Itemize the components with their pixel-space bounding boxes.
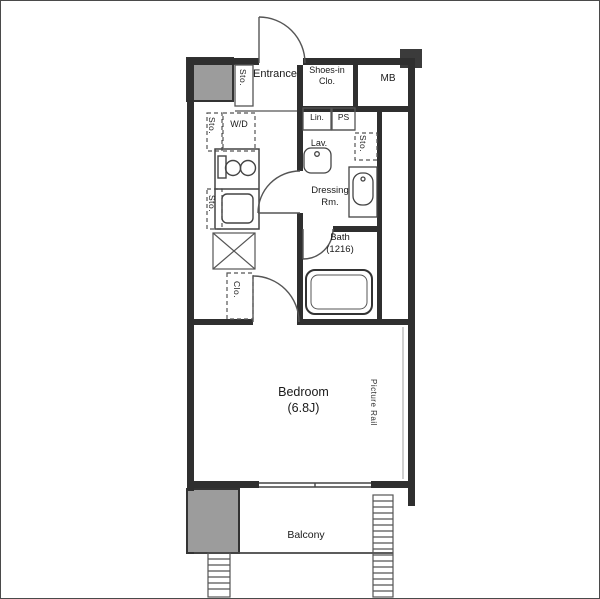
bathtub-icon xyxy=(305,269,373,315)
closet-label: Clo. xyxy=(232,281,242,299)
refrigerator-space-icon xyxy=(212,232,256,270)
washer-dryer-space xyxy=(222,112,256,152)
storage-label-left-upper: Sto. xyxy=(207,117,217,135)
bath-door-icon xyxy=(302,228,334,260)
bedroom-door-icon xyxy=(252,275,300,323)
entrance-door-icon xyxy=(258,16,306,64)
vanity-icon xyxy=(348,166,378,218)
bath-label-line2: (1216) xyxy=(326,244,354,255)
entrance-label: Entrance xyxy=(252,68,298,80)
storage-left-upper xyxy=(206,112,223,152)
shoes-closet-label: Shoes-in Clo. xyxy=(301,65,353,87)
shoes-closet-label-line1: Shoes-in xyxy=(309,65,345,75)
kitchen-counter xyxy=(214,148,260,230)
storage-right xyxy=(354,132,378,161)
balcony-drain-strip xyxy=(207,552,231,598)
lavatory-basin-icon xyxy=(303,147,332,174)
balcony-label: Balcony xyxy=(287,529,325,541)
pillar-bottom-left xyxy=(186,488,240,554)
storage-label-right: Sto. xyxy=(358,135,368,153)
storage-label-left-lower: Sto. xyxy=(207,195,217,213)
dressing-room-label-line2: Rm. xyxy=(321,197,339,208)
bath-label-line1: Bath xyxy=(330,232,350,243)
stove-icon xyxy=(217,155,257,179)
linen-label: Lin. xyxy=(310,112,324,122)
kitchen-sink-icon xyxy=(221,193,254,224)
door-arcs xyxy=(252,16,334,323)
bath-label: Bath (1216) xyxy=(315,232,365,256)
shoes-closet-label-line2: Clo. xyxy=(318,76,335,86)
bedroom-label-line1: Bedroom xyxy=(278,385,329,399)
washer-dryer-label: W/D xyxy=(230,119,248,129)
lavatory-label: Lav. xyxy=(310,138,328,148)
balcony-window-icon xyxy=(259,482,371,488)
bedroom-label: Bedroom (6.8J) xyxy=(246,384,361,416)
dressing-room-door-icon xyxy=(257,170,301,214)
dressing-room-label-line1: Dressing xyxy=(311,185,349,196)
bedroom-label-line2: (6.8J) xyxy=(287,401,320,415)
pipe-space-label: PS xyxy=(337,112,350,122)
meter-box-label: MB xyxy=(380,73,396,84)
picture-rail-label: Picture Rail xyxy=(369,379,378,426)
walls xyxy=(187,58,415,506)
storage-label-top: Sto. xyxy=(238,69,248,87)
thin-lines xyxy=(234,64,356,131)
balcony-partition-right xyxy=(372,494,394,598)
dressing-room-label: Dressing Rm. xyxy=(299,185,361,209)
